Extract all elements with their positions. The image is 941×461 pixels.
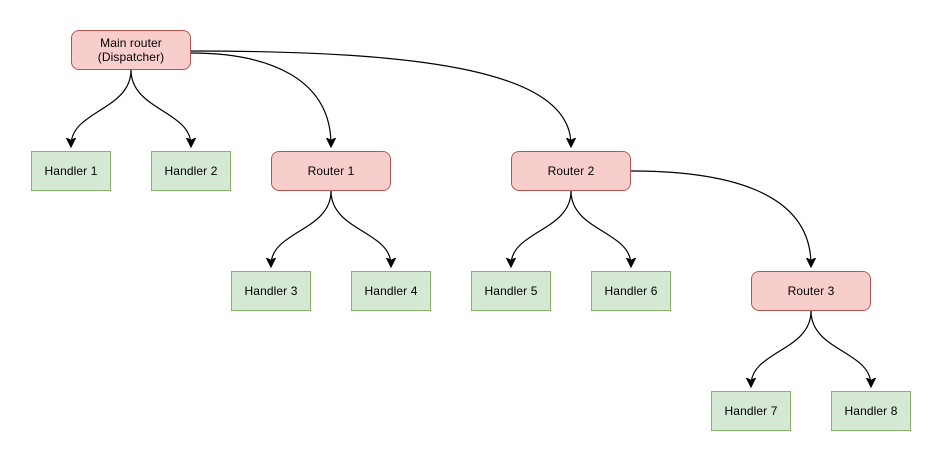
edge-router-3-to-handler-8 — [810, 310, 871, 385]
node-handler-4[interactable]: Handler 4 — [351, 271, 431, 311]
node-label-router-3: Router 3 — [787, 284, 835, 298]
edge-main-router-to-router-1 — [190, 52, 331, 145]
node-handler-1[interactable]: Handler 1 — [31, 151, 111, 191]
node-label-router-1: Router 1 — [307, 164, 355, 178]
node-label-handler-7: Handler 7 — [724, 404, 778, 418]
node-label-handler-4: Handler 4 — [364, 284, 418, 298]
edge-main-router-to-handler-2 — [130, 69, 191, 145]
node-handler-8[interactable]: Handler 8 — [831, 391, 911, 431]
node-label-handler-8: Handler 8 — [844, 404, 898, 418]
node-label-handler-6: Handler 6 — [604, 284, 658, 298]
node-router-3[interactable]: Router 3 — [751, 271, 871, 311]
node-handler-7[interactable]: Handler 7 — [711, 391, 791, 431]
edge-router-2-to-handler-6 — [570, 190, 631, 265]
node-router-2[interactable]: Router 2 — [511, 151, 631, 191]
edge-main-router-to-router-2 — [190, 50, 571, 145]
node-label-handler-5: Handler 5 — [484, 284, 538, 298]
node-label-router-2: Router 2 — [547, 164, 595, 178]
edges-group — [71, 50, 871, 385]
edge-main-router-to-handler-1 — [71, 69, 132, 145]
node-handler-6[interactable]: Handler 6 — [591, 271, 671, 311]
edge-router-1-to-handler-4 — [330, 190, 391, 265]
node-router-1[interactable]: Router 1 — [271, 151, 391, 191]
node-handler-3[interactable]: Handler 3 — [231, 271, 311, 311]
edge-router-2-to-router-3 — [630, 170, 811, 265]
node-handler-2[interactable]: Handler 2 — [151, 151, 231, 191]
node-label-handler-2: Handler 2 — [164, 164, 218, 178]
node-main-router[interactable]: Main router (Dispatcher) — [71, 30, 191, 70]
edge-router-2-to-handler-5 — [511, 190, 572, 265]
node-label-handler-1: Handler 1 — [44, 164, 98, 178]
edge-router-3-to-handler-7 — [751, 310, 812, 385]
edge-router-1-to-handler-3 — [271, 190, 332, 265]
node-label-main-router: Main router (Dispatcher) — [97, 36, 165, 64]
node-label-handler-3: Handler 3 — [244, 284, 298, 298]
node-handler-5[interactable]: Handler 5 — [471, 271, 551, 311]
